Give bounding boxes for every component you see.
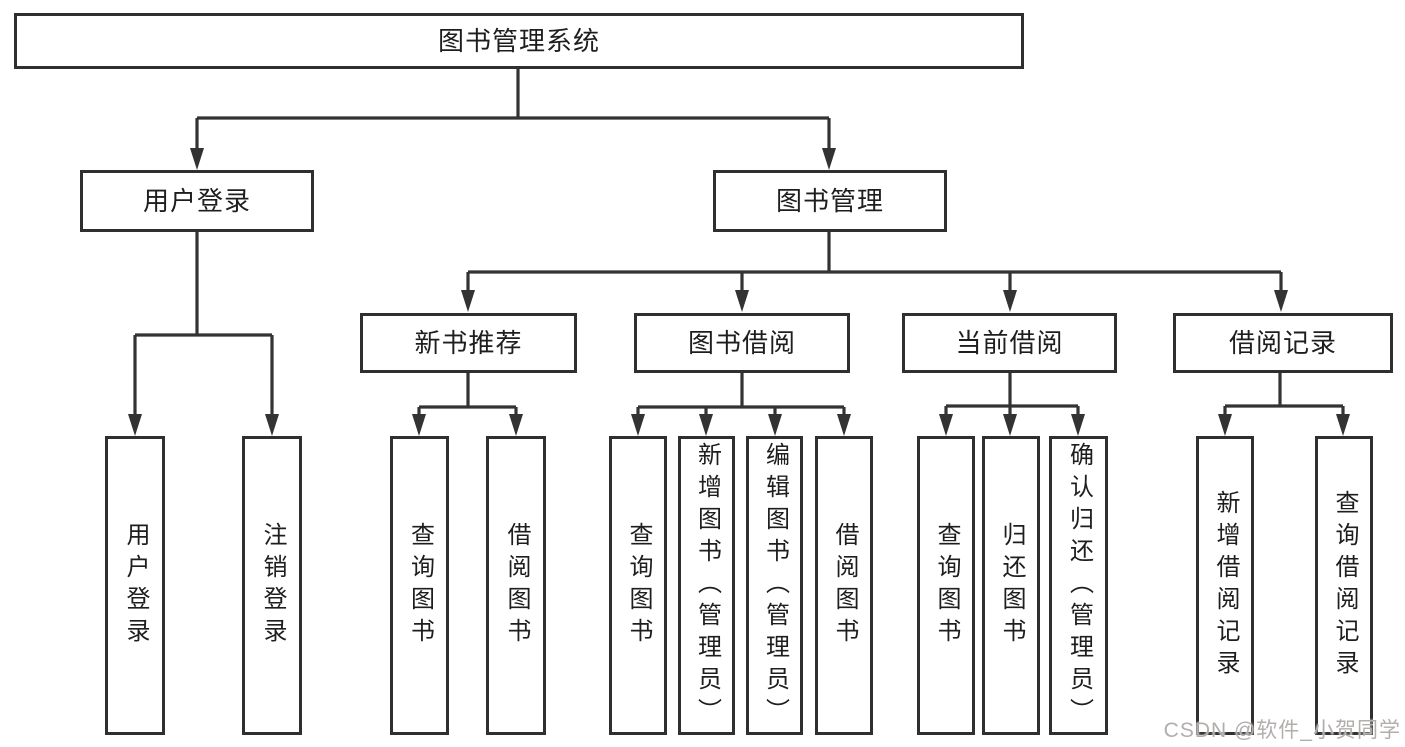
- node-label: 用户登录: [122, 521, 149, 650]
- connector-arrow: [190, 148, 204, 170]
- node-rec_query: 查询图书: [390, 436, 449, 735]
- node-label: 借阅图书: [503, 521, 530, 650]
- connector-arrow: [1218, 414, 1232, 436]
- node-label: 查询图书: [933, 521, 960, 650]
- connector-arrow: [837, 414, 851, 436]
- node-label: 借阅记录: [1228, 327, 1337, 358]
- node-records_query: 查询借阅记录: [1315, 436, 1373, 735]
- node-borrow_borrow: 借阅图书: [815, 436, 873, 735]
- connector-arrow: [265, 414, 279, 436]
- node-label: 确认归还（管理员）: [1065, 441, 1093, 730]
- node-leaf_logout: 注销登录: [242, 436, 302, 735]
- node-borrow_edit: 编辑图书（管理员）: [746, 436, 803, 735]
- node-label: 新增借阅记录: [1212, 489, 1239, 682]
- connector-arrow: [1003, 414, 1017, 436]
- connector-arrow: [1274, 290, 1288, 312]
- node-records: 借阅记录: [1173, 313, 1393, 373]
- node-label: 新书推荐: [414, 327, 523, 358]
- node-label: 图书管理: [775, 185, 884, 216]
- node-label: 归还图书: [998, 521, 1025, 650]
- node-borrow: 图书借阅: [634, 313, 850, 373]
- node-label: 查询图书: [406, 521, 434, 650]
- node-current_return: 归还图书: [982, 436, 1040, 735]
- node-current: 当前借阅: [902, 313, 1117, 373]
- connector-arrow: [699, 414, 713, 436]
- node-records_add: 新增借阅记录: [1196, 436, 1254, 735]
- connector-arrow: [768, 414, 782, 436]
- node-rec: 新书推荐: [360, 313, 577, 373]
- node-login: 用户登录: [80, 170, 314, 232]
- connector-arrow: [1336, 414, 1350, 436]
- connector-arrow: [128, 414, 142, 436]
- connector-arrow: [822, 148, 836, 170]
- node-label: 图书管理系统: [437, 25, 600, 56]
- node-mgmt: 图书管理: [713, 170, 947, 232]
- node-borrow_add: 新增图书（管理员）: [678, 436, 735, 735]
- connector-arrow: [509, 414, 523, 436]
- connector-arrow: [412, 414, 426, 436]
- connector-arrow: [631, 414, 645, 436]
- node-root: 图书管理系统: [14, 13, 1024, 69]
- node-borrow_query: 查询图书: [609, 436, 667, 735]
- node-rec_borrow: 借阅图书: [486, 436, 546, 735]
- node-label: 新增图书（管理员）: [693, 441, 721, 730]
- node-current_confirm: 确认归还（管理员）: [1049, 436, 1108, 735]
- node-label: 当前借阅: [955, 327, 1064, 358]
- connector-arrow: [735, 290, 749, 312]
- node-label: 用户登录: [142, 185, 251, 216]
- node-label: 编辑图书（管理员）: [761, 441, 789, 730]
- node-label: 查询借阅记录: [1331, 489, 1358, 682]
- connector-arrow: [1003, 290, 1017, 312]
- node-label: 图书借阅: [687, 327, 796, 358]
- node-label: 借阅图书: [831, 521, 858, 650]
- connector-arrow: [1071, 414, 1085, 436]
- connector-arrow: [461, 290, 475, 312]
- node-current_query: 查询图书: [917, 436, 975, 735]
- node-label: 注销登录: [259, 521, 286, 650]
- connector-arrow: [939, 414, 953, 436]
- node-label: 查询图书: [625, 521, 652, 650]
- watermark: CSDN @软件_小贺同学: [1163, 719, 1401, 742]
- node-leaf_user_login: 用户登录: [105, 436, 165, 735]
